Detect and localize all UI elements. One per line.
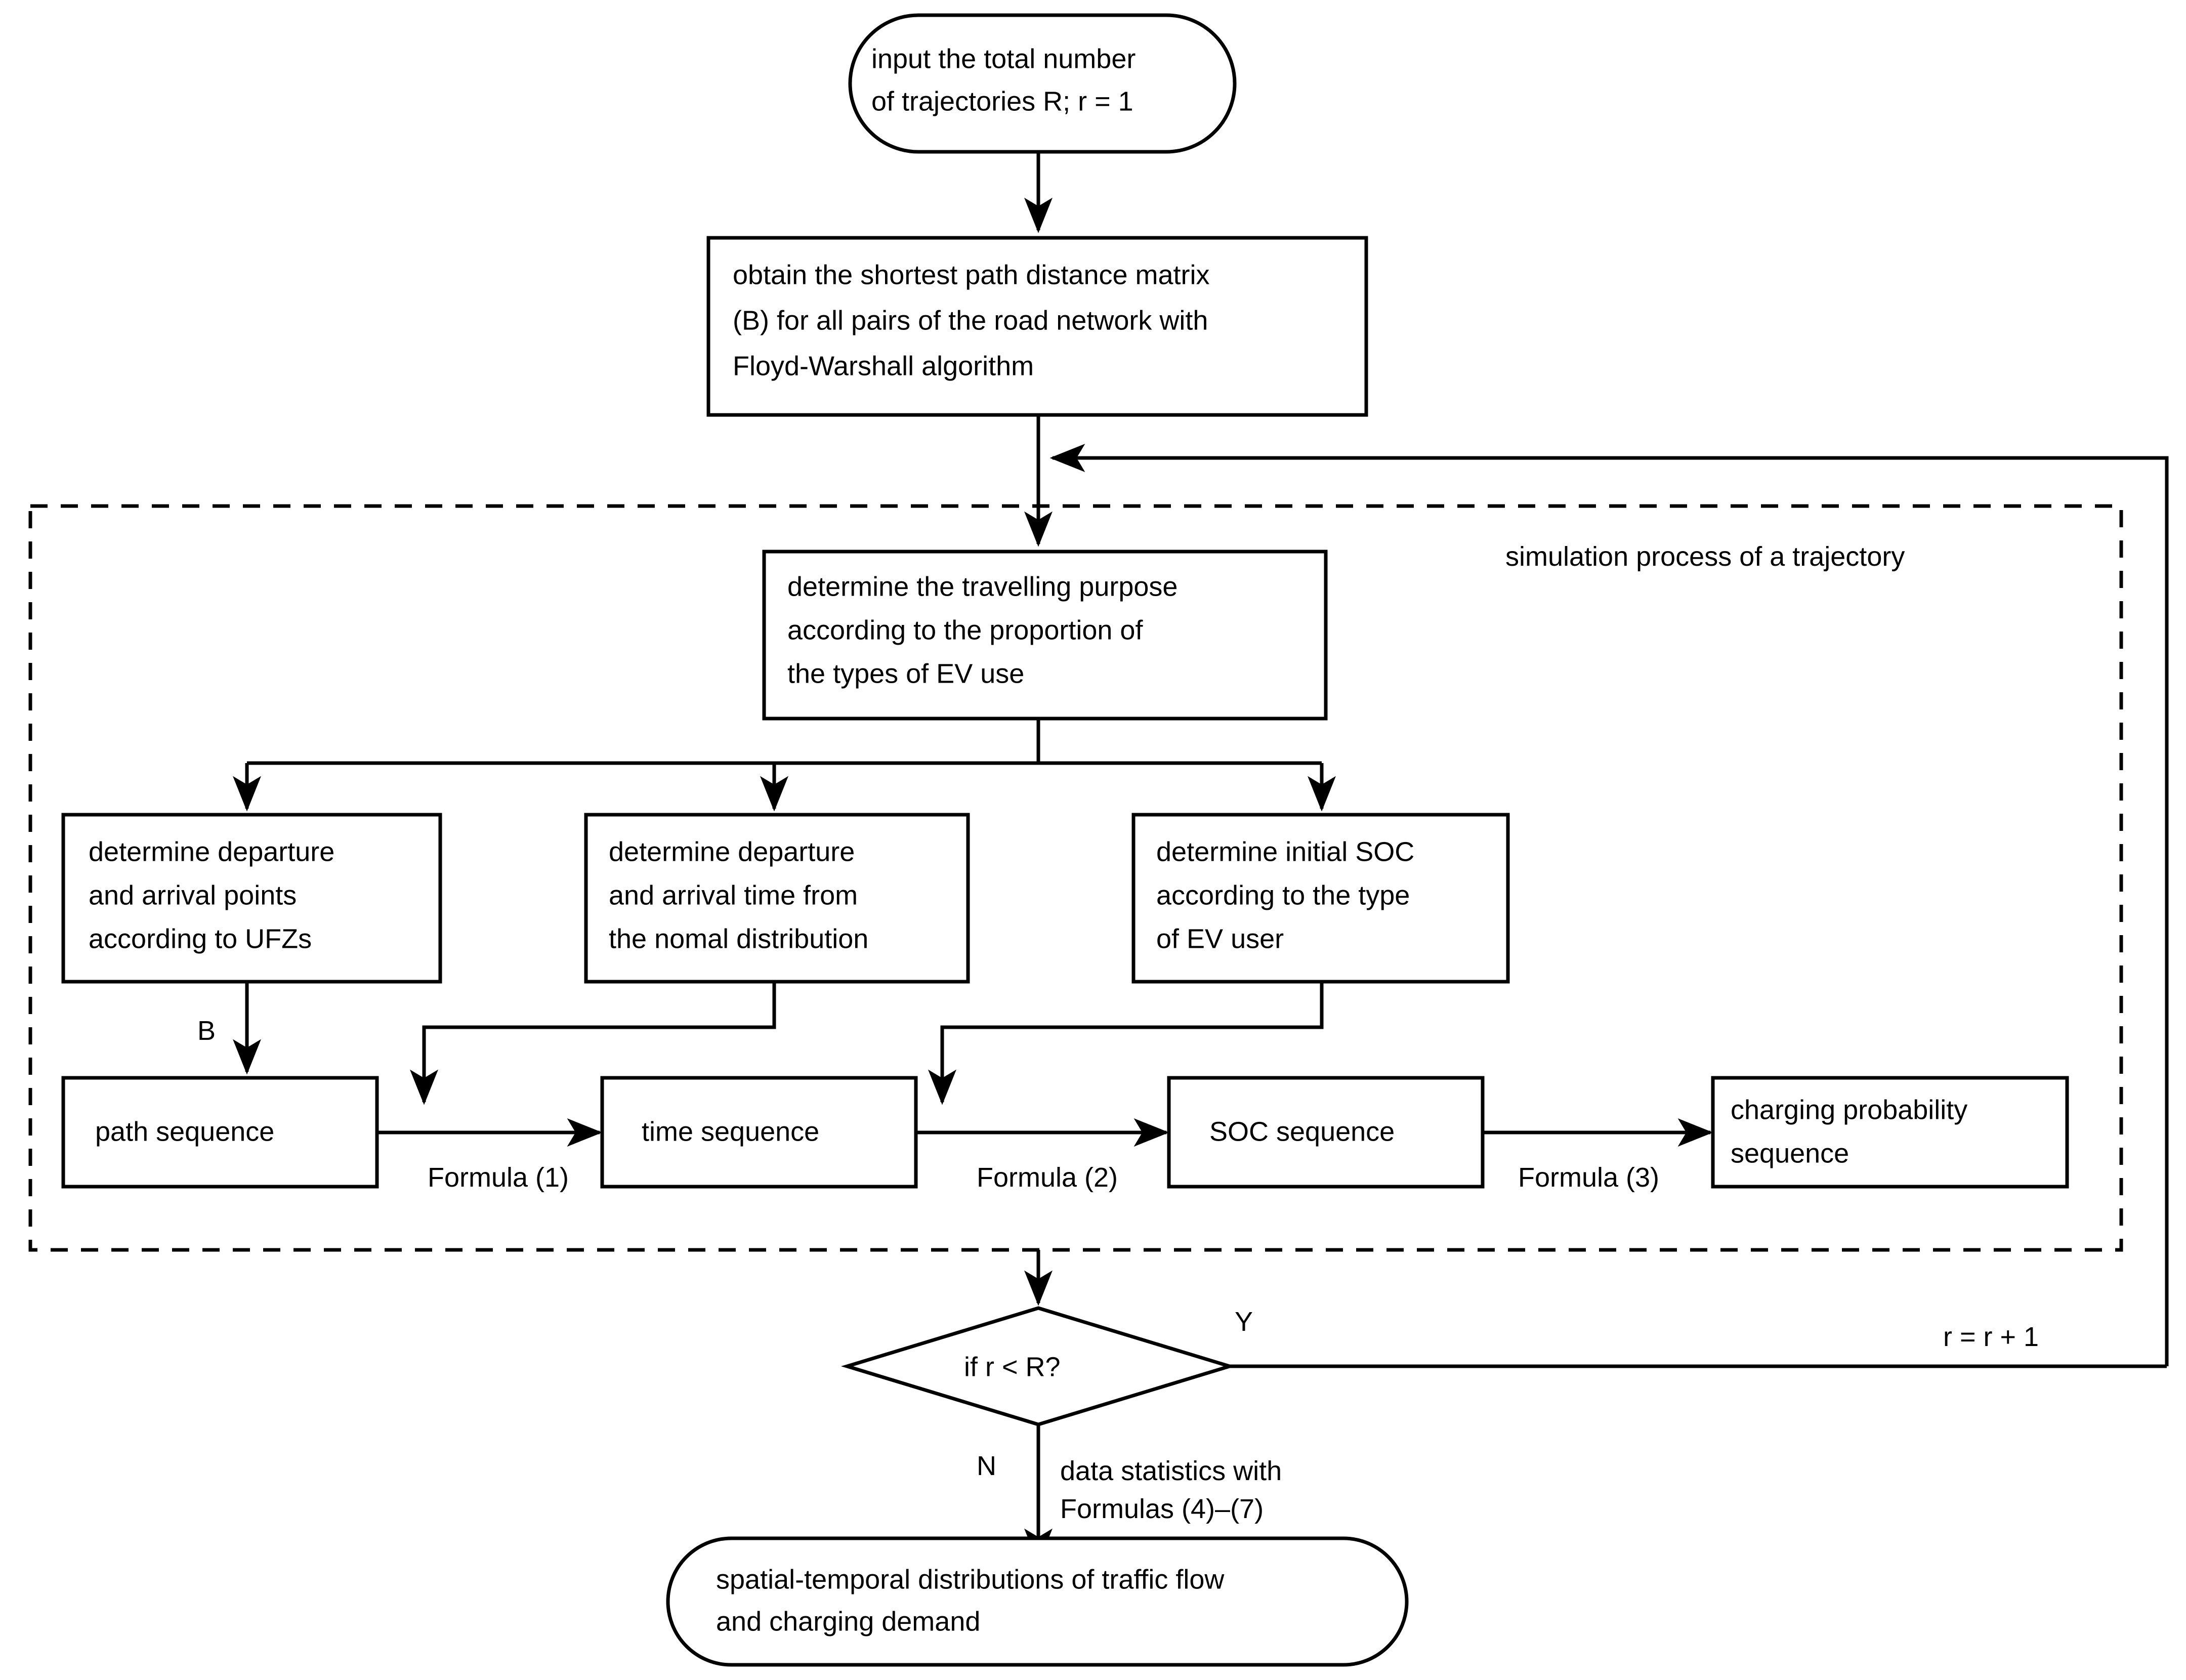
points-line-2: and arrival points: [89, 880, 297, 910]
edge-label-statistics-1: data statistics with: [1060, 1456, 1282, 1486]
time-line-2: and arrival time from: [609, 880, 858, 910]
soc-line-1: determine initial SOC: [1156, 836, 1414, 867]
floyd-line-2: (B) for all pairs of the road network wi…: [733, 305, 1208, 335]
start-line-1: input the total number: [871, 44, 1136, 74]
edge-label-statistics-2: Formulas (4)–(7): [1060, 1494, 1264, 1524]
edge-label-formula-2: Formula (2): [977, 1162, 1118, 1193]
path-sequence-label: path sequence: [95, 1116, 274, 1147]
floyd-box-shape: [706, 236, 1368, 417]
soc-sequence-label: SOC sequence: [1209, 1116, 1395, 1147]
decision-label: if r < R?: [964, 1352, 1061, 1382]
time-box-shape: [584, 813, 970, 984]
output-line-2: and charging demand: [716, 1606, 980, 1636]
edge-label-formula-1: Formula (1): [428, 1162, 569, 1193]
edge-label-no: N: [977, 1451, 996, 1481]
time-sequence-label: time sequence: [642, 1116, 819, 1147]
edge-time-box-to-time-sequence: [410, 982, 776, 1105]
purpose-line-3: the types of EV use: [787, 658, 1024, 689]
simulation-group-box: [28, 504, 2123, 1252]
path-sequence-box-shape: [61, 1076, 379, 1189]
edge-label-matrix-b: B: [197, 1016, 216, 1046]
purpose-line-2: according to the proportion of: [787, 615, 1143, 645]
start-line-2: of trajectories R; r = 1: [871, 86, 1133, 116]
soc-line-2: according to the type: [1156, 880, 1410, 910]
time-sequence-box-shape: [600, 1076, 918, 1189]
purpose-line-1: determine the travelling purpose: [787, 571, 1178, 602]
points-box-shape: [61, 813, 442, 984]
edge-label-increment: r = r + 1: [1943, 1322, 2039, 1352]
purpose-box-shape: [762, 550, 1328, 721]
soc-box-shape: [1131, 813, 1510, 984]
charging-sequence-line-1: charging probability: [1731, 1095, 1967, 1125]
edge-feedback-loop: [1049, 444, 2169, 1366]
output-terminator-shape: [666, 1536, 1409, 1667]
charging-sequence-line-2: sequence: [1731, 1138, 1849, 1168]
start-terminator-shape: [848, 13, 1237, 154]
points-line-1: determine departure: [89, 836, 334, 867]
floyd-line-3: Floyd-Warshall algorithm: [733, 351, 1034, 381]
time-line-3: the nomal distribution: [609, 923, 868, 954]
edge-soc-box-to-soc-sequence: [928, 982, 1324, 1105]
edge-purpose-bus-left: [247, 719, 1040, 765]
time-line-1: determine departure: [609, 836, 855, 867]
edge-label-yes: Y: [1235, 1307, 1253, 1337]
edge-label-formula-3: Formula (3): [1518, 1162, 1659, 1193]
floyd-line-1: obtain the shortest path distance matrix: [733, 260, 1210, 290]
points-line-3: according to UFZs: [89, 923, 312, 954]
output-line-1: spatial-temporal distributions of traffi…: [716, 1564, 1225, 1594]
soc-line-3: of EV user: [1156, 923, 1284, 954]
simulation-group-label: simulation process of a trajectory: [1505, 541, 1905, 572]
charging-sequence-box-shape: [1711, 1076, 2069, 1189]
